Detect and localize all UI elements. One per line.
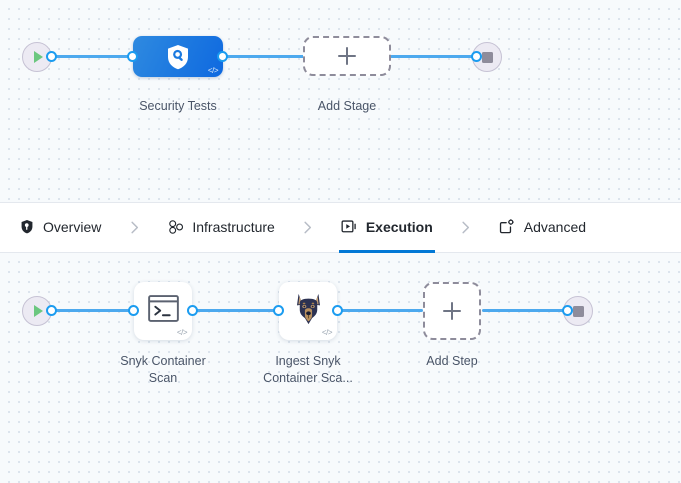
step-label-line1: Ingest Snyk xyxy=(275,354,341,368)
step2-output-port[interactable] xyxy=(332,305,343,316)
advanced-settings-box-icon xyxy=(499,218,516,235)
step-node-snyk-container-scan[interactable]: </> xyxy=(134,282,192,340)
start-output-port[interactable] xyxy=(46,51,57,62)
add-stage-button[interactable] xyxy=(303,36,391,76)
pipeline-stage-tabs: Overview Infrastructure xyxy=(0,202,681,253)
step1-output-port[interactable] xyxy=(187,305,198,316)
tab-advanced[interactable]: Advanced xyxy=(497,203,588,253)
step-label-ingest-snyk-container-scan: Ingest Snyk Container Sca... xyxy=(243,353,373,387)
step-code-badge: </> xyxy=(176,328,188,337)
shield-search-icon xyxy=(166,44,190,70)
stage-output-port[interactable] xyxy=(217,51,228,62)
step2-input-port[interactable] xyxy=(273,305,284,316)
add-step-label: Add Step xyxy=(426,354,478,368)
tab-separator-3 xyxy=(435,203,497,252)
tab-infrastructure[interactable]: Infrastructure xyxy=(165,203,276,253)
stage-node-security-tests[interactable]: </> xyxy=(133,36,223,77)
tab-execution-label: Execution xyxy=(365,218,433,235)
stage-pipeline-canvas[interactable]: </> Security Tests Add Stage xyxy=(0,0,681,202)
stop-icon xyxy=(481,51,493,63)
chevron-right-icon xyxy=(304,221,312,234)
tab-infrastructure-label: Infrastructure xyxy=(192,218,275,235)
end-input-port[interactable] xyxy=(471,51,482,62)
play-icon xyxy=(34,51,43,63)
step-node-ingest-snyk-container-scan[interactable]: </> xyxy=(279,282,337,340)
step-code-badge: </> xyxy=(321,328,333,337)
stage-code-badge: </> xyxy=(207,66,219,75)
step-label-line1: Snyk Container xyxy=(120,354,206,368)
chevron-right-icon xyxy=(462,221,470,234)
edge-addstage-to-end xyxy=(390,55,476,58)
execution-steps-canvas[interactable]: </> Snyk Container Scan xyxy=(0,253,681,483)
edge-start-to-stage xyxy=(47,55,137,58)
stage-input-port[interactable] xyxy=(127,51,138,62)
edge-stage-to-addstage xyxy=(222,55,308,58)
infrastructure-nodes-icon xyxy=(167,218,184,235)
add-step-button[interactable] xyxy=(423,282,481,340)
edge-step2-to-addstep xyxy=(337,309,423,312)
step-graph: </> Snyk Container Scan xyxy=(0,253,681,483)
step1-input-port[interactable] xyxy=(128,305,139,316)
step-label-line2: Container Sca... xyxy=(263,371,353,385)
chevron-right-icon xyxy=(131,221,138,234)
steps-start-output-port[interactable] xyxy=(46,305,57,316)
stage-label-security-tests: Security Tests xyxy=(139,99,217,113)
tab-separator-1 xyxy=(103,203,165,252)
steps-end-input-port[interactable] xyxy=(562,305,573,316)
tab-overview[interactable]: Overview xyxy=(16,203,103,253)
edge-start-to-step1 xyxy=(47,309,135,312)
tab-advanced-label: Advanced xyxy=(523,218,587,235)
edge-step1-to-step2 xyxy=(192,309,280,312)
terminal-run-icon xyxy=(147,295,179,327)
doberman-dog-icon xyxy=(295,293,322,330)
plus-icon xyxy=(338,47,356,65)
step-label-line2: Scan xyxy=(148,371,178,385)
tab-execution[interactable]: Execution xyxy=(338,203,435,253)
tab-overview-label: Overview xyxy=(43,218,102,235)
add-stage-label: Add Stage xyxy=(317,99,377,113)
plus-icon xyxy=(443,302,461,320)
stop-icon xyxy=(572,305,584,317)
tab-separator-2 xyxy=(277,203,339,252)
step-label-snyk-container-scan: Snyk Container Scan xyxy=(98,353,228,387)
play-icon xyxy=(34,305,43,317)
edge-addstep-to-end xyxy=(482,309,565,312)
execution-play-box-icon xyxy=(341,218,358,235)
stage-graph: </> Security Tests Add Stage xyxy=(0,0,681,202)
shield-icon xyxy=(18,218,35,235)
